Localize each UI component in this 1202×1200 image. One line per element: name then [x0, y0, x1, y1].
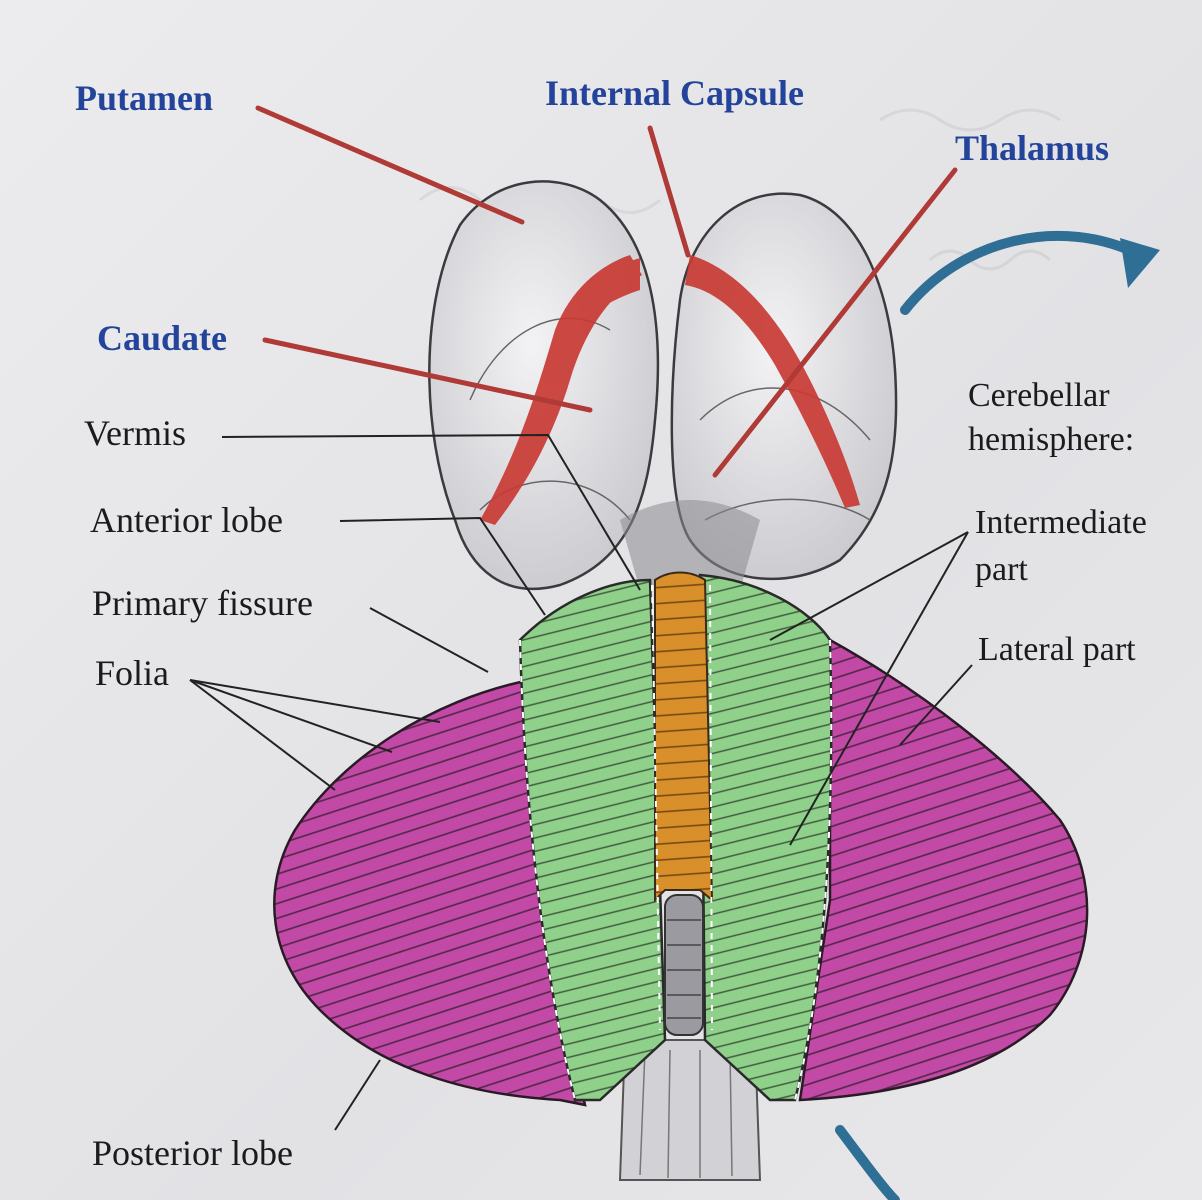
- putamen-pointer: [255, 105, 525, 225]
- label-lateral-part: Lateral part: [978, 631, 1136, 668]
- vermis-leader: [221, 433, 641, 591]
- label-intermediate-part-line1: Intermediate: [975, 504, 1147, 541]
- label-internal-capsule: Internal Capsule: [545, 73, 805, 113]
- folia-leader-3: [189, 679, 336, 791]
- folia-leader-2: [189, 679, 393, 753]
- thalamus-lobes: [428, 180, 898, 591]
- curved-arrow-top-right: [900, 231, 1160, 315]
- label-posterior-lobe: Posterior lobe: [92, 1133, 293, 1173]
- vermis: [651, 571, 714, 1036]
- label-vermis: Vermis: [84, 413, 186, 453]
- primary-fissure-leader: [369, 607, 489, 673]
- anterior-lobe-leader: [339, 516, 546, 616]
- intermediate-leader-2: [789, 531, 969, 846]
- label-intermediate-part-line2: part: [975, 551, 1028, 588]
- label-primary-fissure: Primary fissure: [92, 583, 313, 623]
- label-caudate: Caudate: [97, 318, 228, 358]
- label-cerebellar-hemisphere-line2: hemisphere:: [968, 421, 1135, 458]
- lateral-part-leader: [899, 664, 973, 746]
- label-anterior-lobe: Anterior lobe: [90, 500, 283, 540]
- intermediate-leader-1: [769, 531, 969, 641]
- printed-leader-lines: [189, 433, 973, 1131]
- handwritten-pointers: [255, 105, 958, 478]
- thalamus-pointer: [712, 167, 958, 478]
- internal-capsule-highlight: [480, 255, 860, 525]
- posterior-lobe-leader: [334, 1059, 381, 1131]
- label-cerebellar-hemisphere-line1: Cerebellar: [968, 377, 1110, 414]
- curved-arrow-bottom: [835, 1125, 900, 1200]
- label-putamen: Putamen: [75, 78, 213, 118]
- intermediate-part: [518, 573, 833, 1102]
- folia-leader-1: [189, 679, 441, 723]
- caudate-pointer: [262, 337, 593, 413]
- internal-capsule-pointer: [647, 125, 691, 258]
- lateral-hemisphere: [273, 637, 1089, 1107]
- label-folia: Folia: [95, 653, 170, 693]
- label-thalamus: Thalamus: [955, 128, 1110, 168]
